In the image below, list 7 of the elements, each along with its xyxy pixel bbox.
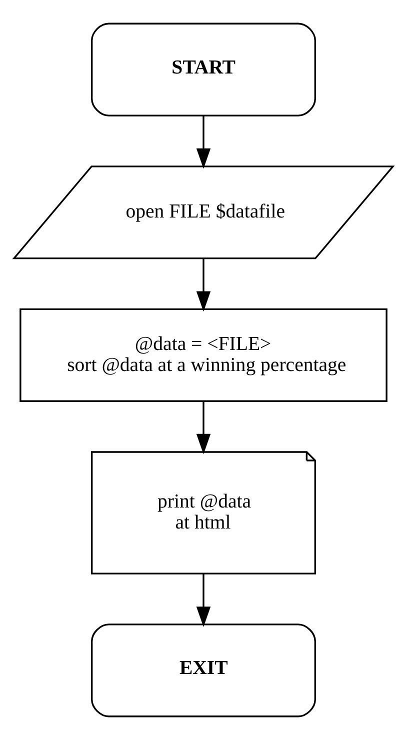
arrow	[196, 574, 211, 627]
node-box: @data = <FILE> sort @data at a winning percentage	[20, 308, 388, 402]
arrow	[196, 258, 211, 312]
node-box: START	[90, 22, 316, 116]
arrow	[196, 116, 211, 169]
arrow	[196, 401, 211, 454]
node-box: EXIT	[90, 624, 316, 718]
